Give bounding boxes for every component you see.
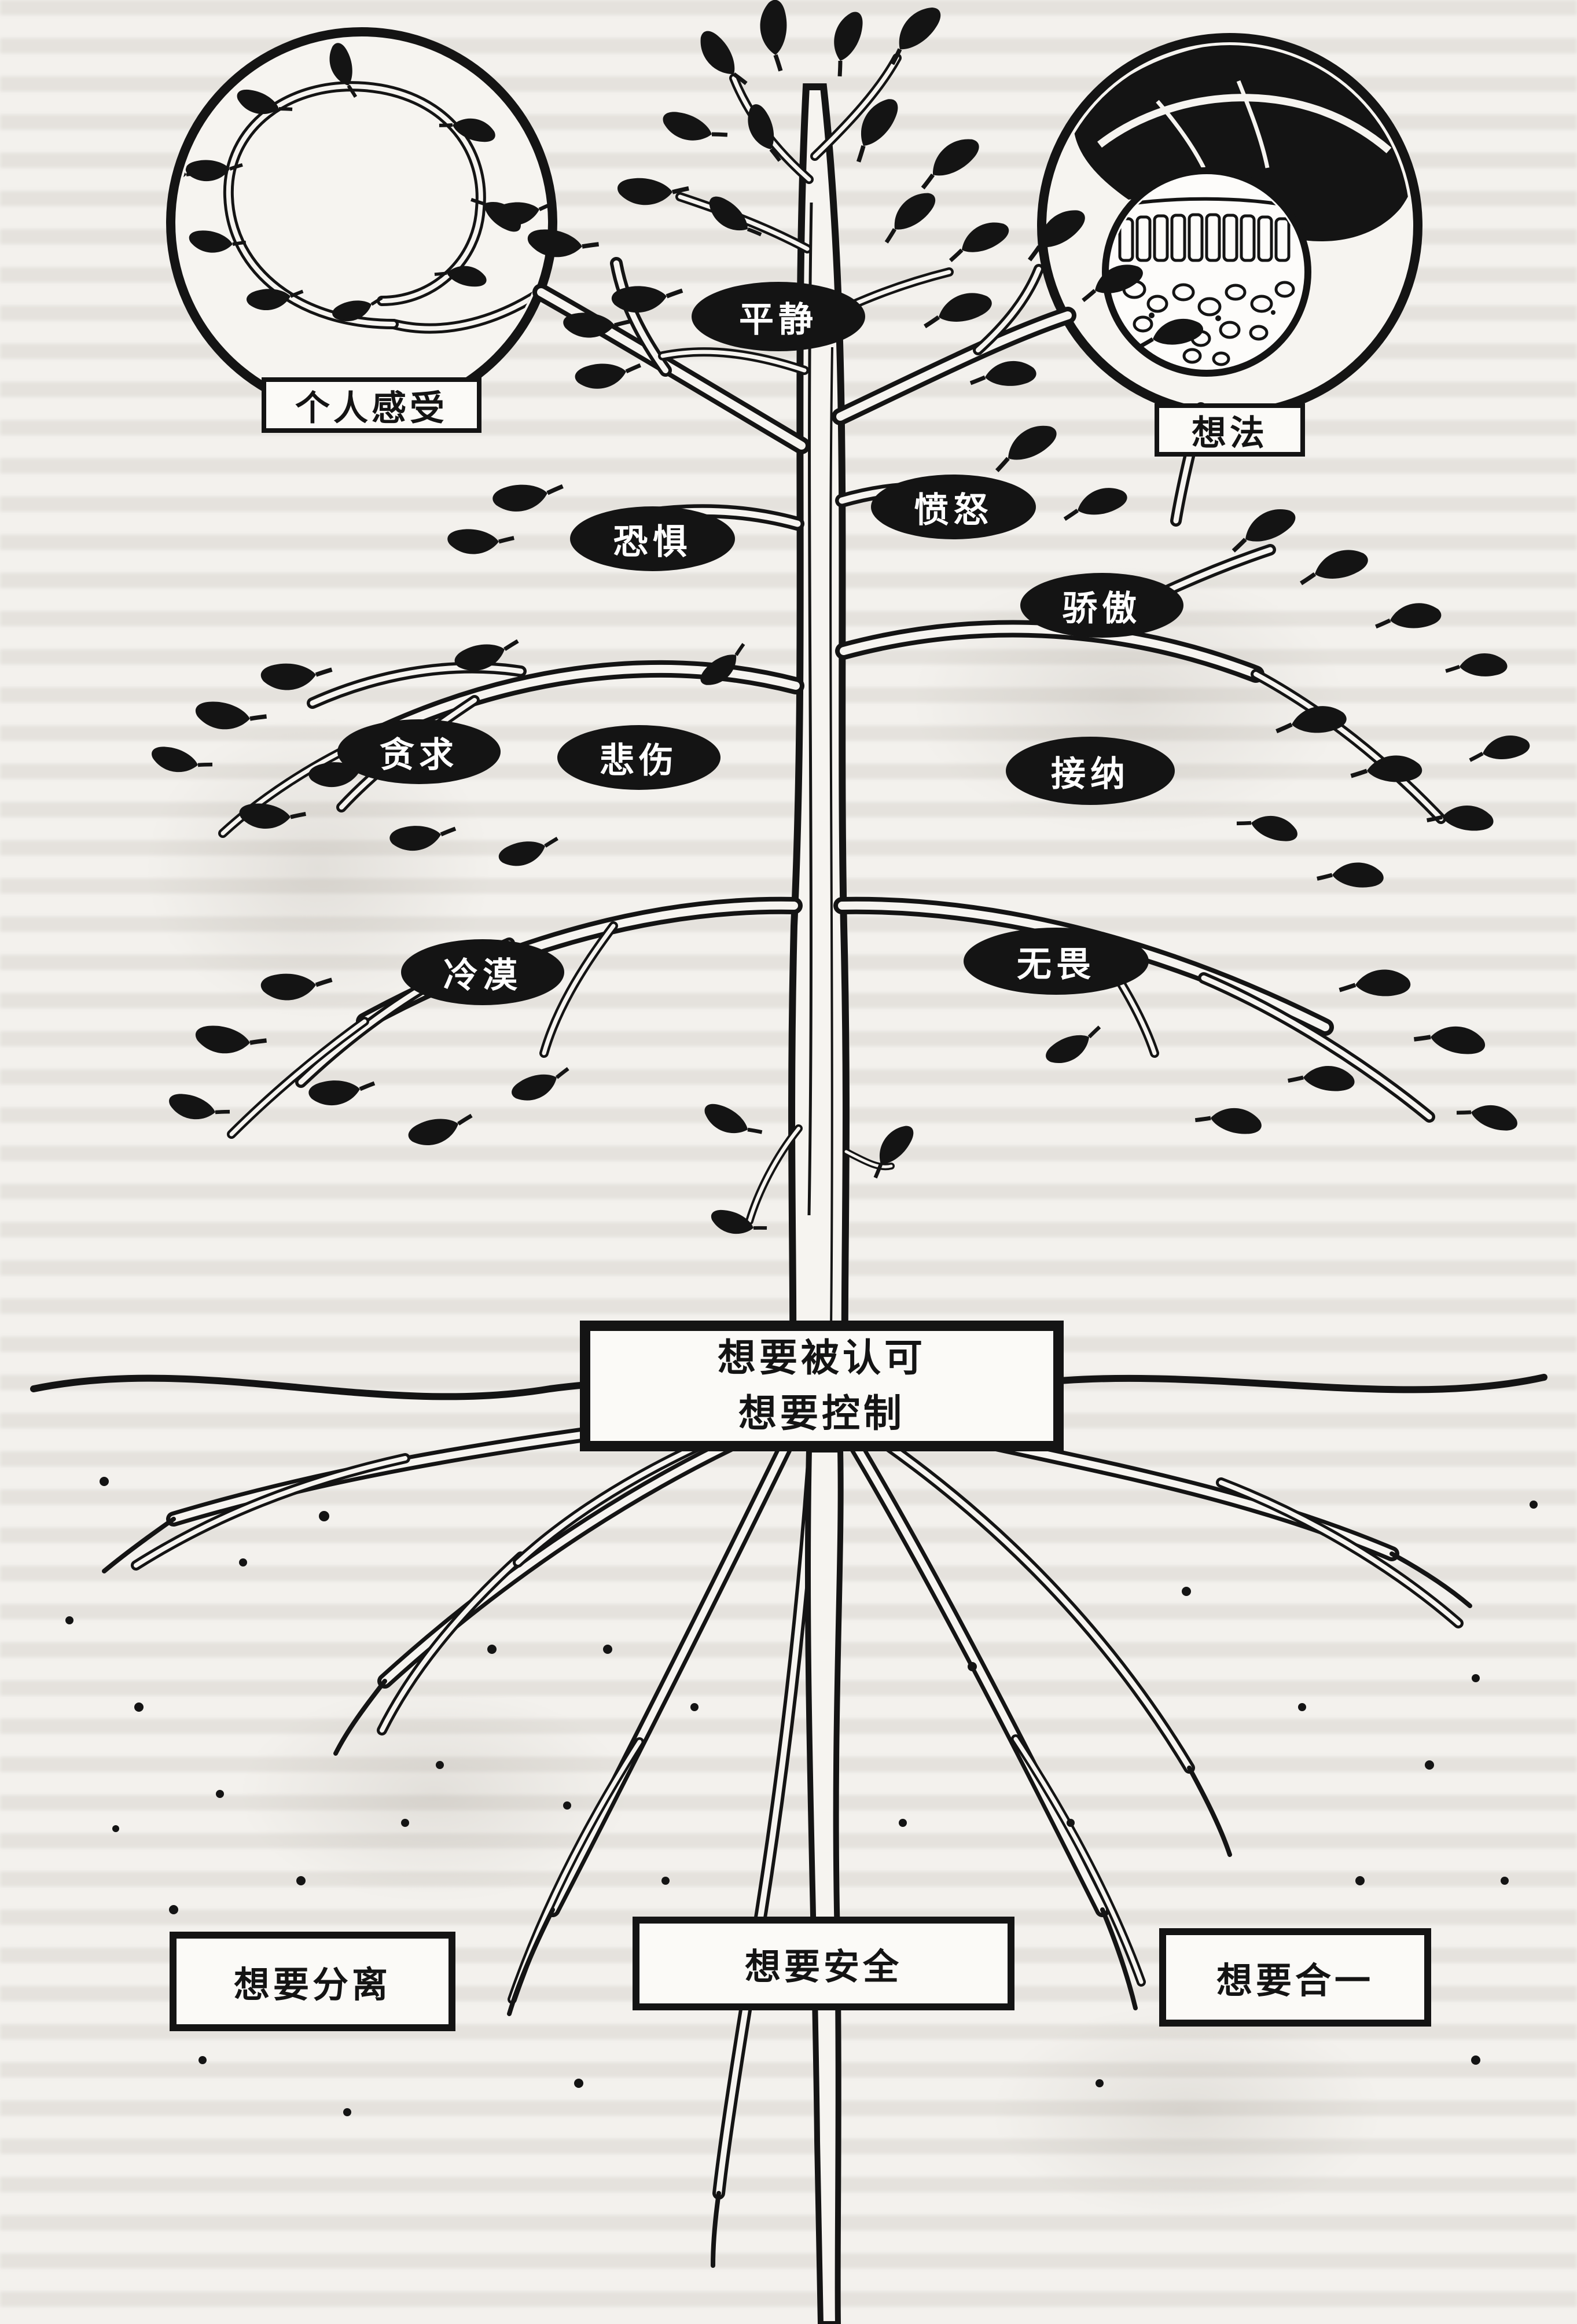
feelings-circle-label: 个人感受	[262, 377, 481, 433]
emotion-label-fear: 恐惧	[570, 506, 735, 571]
thoughts-circle-label-text: 想法	[1192, 413, 1268, 453]
root-desire-line-control: 想要控制	[738, 1392, 905, 1435]
emotion-label-acceptance: 接纳	[1006, 737, 1175, 805]
emotion-label-greed: 贪求	[337, 719, 501, 784]
emotion-label-pride: 骄傲	[1020, 573, 1183, 638]
feelings-circle-illustration	[166, 27, 557, 418]
root-box-unity: 想要合一	[1159, 1928, 1431, 2027]
emotion-label-apathy: 冷漠	[401, 939, 564, 1005]
root-box-safety: 想要安全	[633, 1917, 1014, 2010]
root-desire-line-recognition: 想要被认可	[718, 1336, 926, 1380]
emotion-label-fearlessness: 无畏	[964, 928, 1149, 995]
feelings-circle-label-text: 个人感受	[295, 388, 448, 428]
emotion-label-sadness: 悲伤	[557, 725, 721, 790]
root-box-separation: 想要分离	[170, 1932, 455, 2031]
emotion-label-anger: 愤怒	[871, 475, 1036, 539]
root-desire-box-recognition-control: 想要被认可 想要控制	[580, 1321, 1064, 1451]
soil-dots	[65, 1477, 1538, 2116]
thoughts-circle-label: 想法	[1155, 403, 1305, 457]
branches	[218, 53, 1446, 1225]
roots	[102, 1402, 1472, 2268]
emotion-label-calm: 平静	[692, 282, 865, 351]
taproot	[804, 1447, 844, 2324]
thoughts-circle-illustration	[1037, 33, 1422, 418]
